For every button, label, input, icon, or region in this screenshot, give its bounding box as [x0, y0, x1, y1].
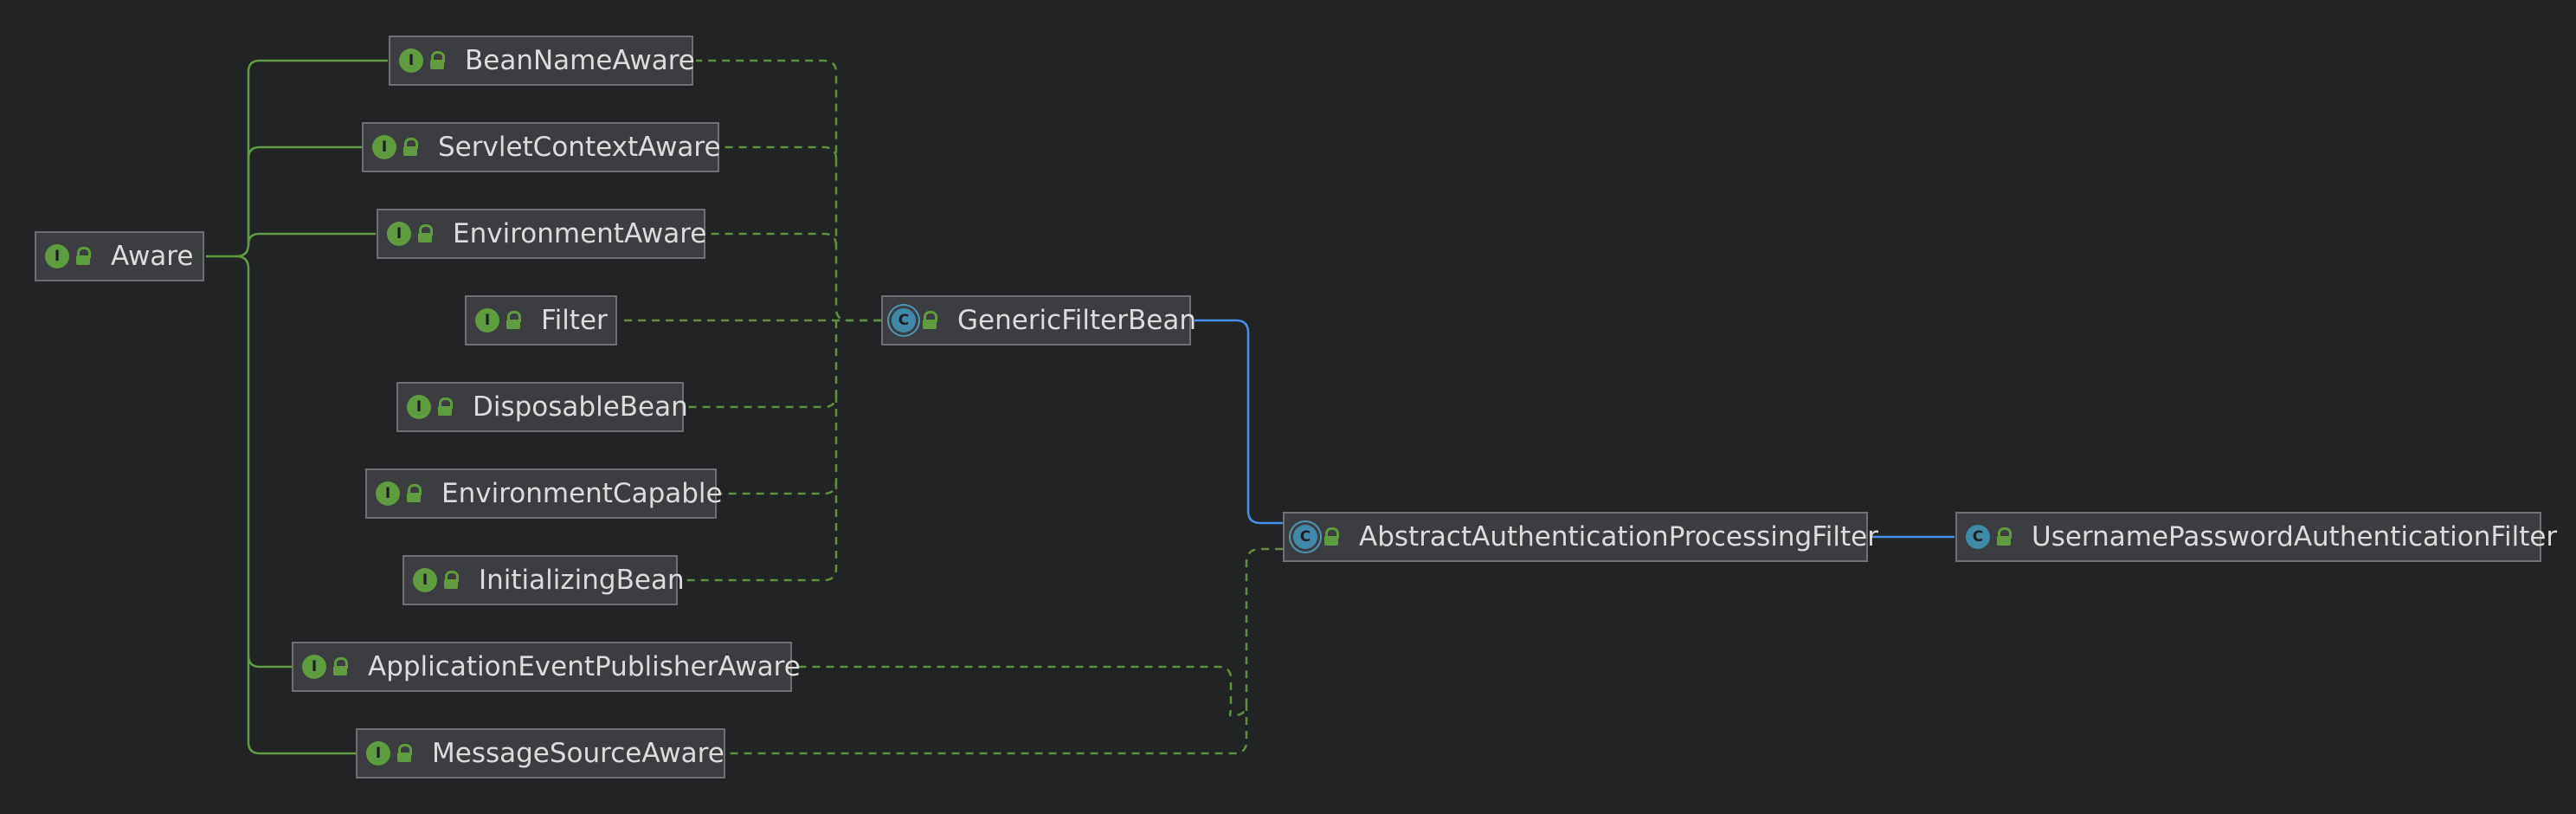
edge-generic-filter-bean-implements-initializing-bean [680, 481, 838, 582]
edge-bean-name-aware-extends-aware [206, 59, 388, 258]
lock-open-icon [436, 397, 454, 417]
edge-application-event-publisher-aware-extends-aware [235, 255, 293, 669]
node-filter[interactable]: I Filter [465, 295, 617, 346]
interface-icon: I [366, 741, 390, 766]
edge-servlet-context-aware-extends-aware [247, 145, 362, 244]
node-application-event-publisher-aware[interactable]: I ApplicationEventPublisherAware [292, 642, 801, 692]
edge-message-source-aware-extends-aware [247, 658, 356, 755]
node-bean-name-aware[interactable]: I BeanNameAware [389, 36, 695, 86]
node-abstract-authentication-processing-filter[interactable]: C AbstractAuthenticationProcessingFilter [1283, 512, 1878, 562]
lock-open-icon [921, 310, 938, 331]
node-label: ServletContextAware [438, 132, 721, 163]
edge-generic-filter-bean-implements-environment-capable [718, 395, 838, 495]
node-username-password-authentication-filter[interactable]: C UsernamePasswordAuthenticationFilter [1955, 512, 2557, 562]
node-label: ApplicationEventPublisherAware [368, 651, 801, 682]
lock-open-icon [428, 50, 446, 71]
node-label: AbstractAuthenticationProcessingFilter [1359, 521, 1879, 552]
node-label: EnvironmentCapable [441, 478, 723, 509]
edge-generic-filter-bean-implements-disposable-bean [686, 320, 838, 409]
edge-environment-aware-extends-aware [247, 232, 376, 245]
lock-open-icon [396, 743, 413, 764]
interface-icon: I [399, 48, 423, 73]
lock-open-icon [402, 137, 419, 158]
node-label: GenericFilterBean [957, 305, 1196, 336]
node-aware[interactable]: I Aware [35, 231, 204, 281]
lock-open-icon [74, 246, 92, 267]
interface-icon: I [372, 135, 396, 159]
edge-abstract-auth-filter-implements-message-source-aware [727, 703, 1248, 755]
node-generic-filter-bean[interactable]: C GenericFilterBean [881, 295, 1196, 346]
node-servlet-context-aware[interactable]: I ServletContextAware [362, 122, 721, 172]
lock-open-icon [332, 656, 349, 677]
lock-open-icon [505, 310, 522, 331]
class-icon: C [1966, 525, 1990, 549]
lock-open-icon [416, 223, 434, 244]
edge-generic-filter-bean-implements-environment-aware [708, 232, 838, 247]
lock-open-icon [1995, 527, 2012, 547]
interface-icon: I [376, 481, 400, 506]
node-label: Aware [111, 241, 194, 272]
node-initializing-bean[interactable]: I InitializingBean [402, 555, 685, 605]
abstract-class-icon: C [892, 308, 916, 333]
lock-open-icon [442, 570, 460, 591]
interface-icon: I [387, 222, 411, 246]
abstract-class-icon: C [1293, 525, 1317, 549]
interface-icon: I [475, 308, 499, 333]
interface-icon: I [413, 568, 437, 592]
node-label: BeanNameAware [465, 45, 695, 76]
node-disposable-bean[interactable]: I DisposableBean [396, 382, 688, 432]
node-label: Filter [541, 305, 608, 336]
interface-icon: I [407, 395, 431, 419]
node-environment-aware[interactable]: I EnvironmentAware [377, 209, 707, 259]
lock-open-icon [1323, 527, 1340, 547]
node-message-source-aware[interactable]: I MessageSourceAware [356, 728, 725, 778]
edge-abstract-auth-filter-extends-generic-filter-bean [1195, 319, 1283, 525]
edge-generic-filter-bean-implements-bean-name-aware [696, 59, 881, 322]
interface-icon: I [45, 244, 69, 268]
edge-generic-filter-bean-implements-servlet-context-aware [722, 145, 838, 160]
edge-abstract-auth-filter-implements-application-event-publisher-aware [795, 547, 1283, 717]
lock-open-icon [405, 483, 422, 504]
interface-icon: I [302, 655, 326, 679]
node-label: EnvironmentAware [453, 218, 707, 249]
node-label: UsernamePasswordAuthenticationFilter [2032, 521, 2558, 552]
node-environment-capable[interactable]: I EnvironmentCapable [365, 468, 723, 519]
node-label: DisposableBean [473, 391, 688, 423]
node-label: MessageSourceAware [432, 738, 724, 769]
node-label: InitializingBean [479, 565, 685, 596]
